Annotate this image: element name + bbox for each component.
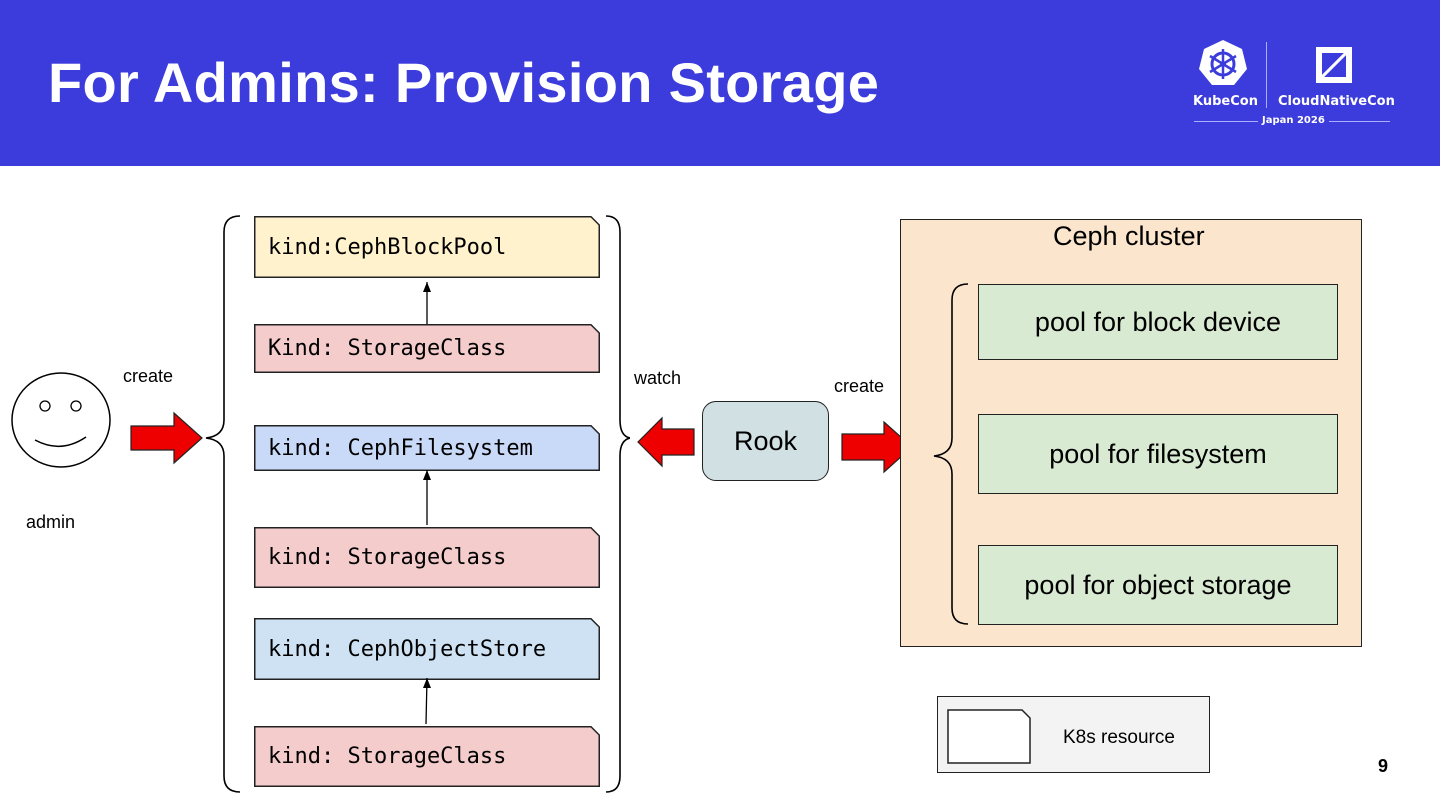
resource-kind-label: kind: StorageClass: [268, 545, 507, 570]
resource-kind-label: kind: CephFilesystem: [268, 435, 533, 461]
resource-storageclass-object: kind: StorageClass: [254, 726, 600, 787]
kubecon-logo-text: KubeCon: [1193, 94, 1258, 109]
cloudnativecon-logo-text: CloudNativeCon: [1278, 94, 1395, 109]
ceph-cluster-title: Ceph cluster: [1053, 221, 1205, 251]
admin-smiley-icon: [11, 372, 111, 468]
resource-cephblockpool: kind:CephBlockPool: [254, 216, 600, 278]
pool-block-device: pool for block device: [978, 284, 1338, 360]
resource-shape: [254, 425, 600, 471]
resource-storageclass-block: Kind: StorageClass: [254, 324, 600, 373]
page-number: 9: [1378, 756, 1389, 776]
resource-shape: [254, 324, 600, 373]
pool-filesystem: pool for filesystem: [978, 414, 1338, 494]
admin-create-arrow: [130, 411, 203, 465]
resource-storageclass-filesystem: kind: StorageClass: [254, 527, 600, 588]
resource-kind-label: kind: StorageClass: [268, 744, 507, 769]
resource-shape: [254, 527, 600, 588]
resource-shape: [254, 216, 600, 278]
pool-group-bracket: [933, 283, 969, 625]
admin-create-label: create: [123, 366, 174, 386]
pool-object-storage: pool for object storage: [978, 545, 1338, 625]
rook-create-label: create: [834, 376, 885, 396]
resource-kind-label: kind: CephObjectStore: [268, 636, 547, 662]
legend-k8s-resource-shape: [947, 709, 1031, 764]
resource-kind-label: kind:CephBlockPool: [268, 234, 507, 260]
rook-watch-arrow: [637, 416, 695, 468]
logo-divider: [1266, 42, 1267, 108]
header-bar: For Admins: Provision Storage KubeCon Cl…: [0, 0, 1440, 166]
legend-label: K8s resource: [1063, 727, 1175, 748]
rook-node: Rook: [702, 401, 829, 481]
cloudnativecon-logo-icon: [1316, 47, 1352, 83]
resource-cephfilesystem: kind: CephFilesystem: [254, 425, 600, 471]
rook-create-arrow: [841, 420, 913, 474]
resource-kind-label: Kind: StorageClass: [268, 336, 507, 361]
resource-shape: [254, 618, 600, 680]
event-label: Japan 2026: [1258, 115, 1329, 126]
slide-title: For Admins: Provision Storage: [48, 51, 880, 114]
watch-label: watch: [634, 368, 682, 388]
admin-label: admin: [26, 512, 76, 532]
kubecon-logo-icon: [1199, 40, 1247, 85]
resource-group-brackets: [205, 215, 630, 793]
resource-cephobjectstore: kind: CephObjectStore: [254, 618, 600, 680]
resource-shape: [254, 726, 600, 787]
resource-connectors: [423, 282, 431, 725]
